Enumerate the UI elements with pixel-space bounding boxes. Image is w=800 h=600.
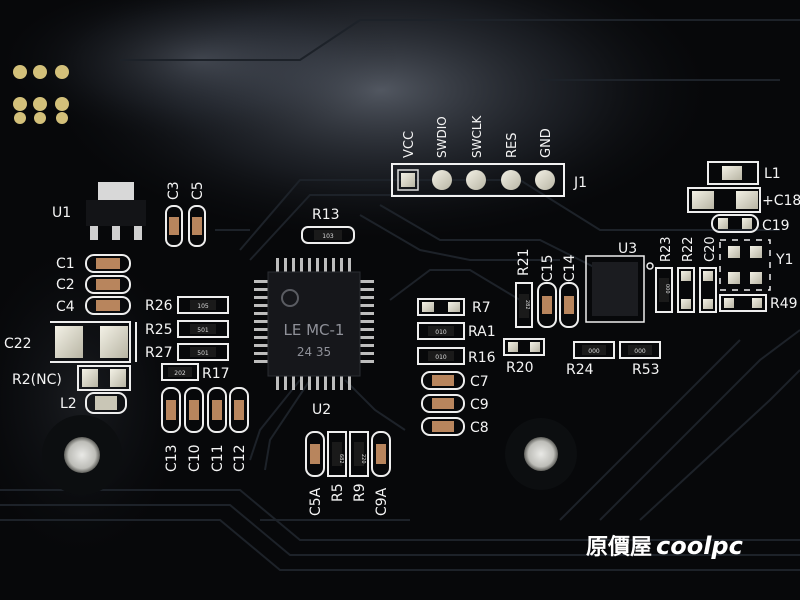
regulator-u1: U1 <box>52 182 146 240</box>
component-group-r21-c15-c14: 282 R21 C15 C14 <box>515 248 579 328</box>
u2-label: U2 <box>312 402 331 418</box>
capacitor-row-c13-c12: C13 C10 C11 C12 <box>161 387 249 472</box>
r7-label: R7 <box>472 300 491 316</box>
mounting-hole-left <box>42 415 122 495</box>
u1-label: U1 <box>52 205 71 221</box>
component-column-right-of-mcu: 010 010 R7 RA1 R16 C7 C9 C8 <box>417 298 496 436</box>
r25-code: 501 <box>197 327 209 334</box>
c18-label: +C18 <box>762 193 800 209</box>
r25-label: R25 <box>145 322 173 338</box>
r24-code: 000 <box>588 348 600 355</box>
watermark-brand: coolpc <box>656 532 743 560</box>
c10-label: C10 <box>187 444 203 472</box>
j1-label: J1 <box>573 175 587 191</box>
l2-label: L2 <box>60 396 77 412</box>
r49-label: R49 <box>770 296 798 312</box>
r5-label: R5 <box>330 483 346 502</box>
c15-label: C15 <box>540 254 556 282</box>
mcu-marking-line1: LE MC-1 <box>284 321 345 339</box>
c13-label: C13 <box>164 444 180 472</box>
c9a-label: C9A <box>374 487 390 516</box>
r13-code: 103 <box>322 233 334 240</box>
c2-label: C2 <box>56 277 75 293</box>
c4-label: C4 <box>56 299 75 315</box>
c7-label: C7 <box>470 374 489 390</box>
copper-traces <box>0 19 800 571</box>
resistor-r13: 103 R13 <box>301 207 355 244</box>
j1-pin-label-gnd: GND <box>539 128 554 158</box>
microcontroller-u2: LE MC-1 24 35 U2 <box>254 258 374 418</box>
r5-code: 682 <box>338 454 344 464</box>
mcu-pins <box>254 258 374 390</box>
resistor-pair-r24-r53: 000 000 R24 R53 <box>566 341 661 378</box>
swd-connector-j1: VCC SWDIO SWCLK RES GND J1 <box>391 114 587 197</box>
coolpc-watermark: 原價屋 coolpc <box>586 532 743 560</box>
capacitor-c22: C22 <box>4 321 137 363</box>
c12-label: C12 <box>232 444 248 472</box>
r53-label: R53 <box>632 362 660 378</box>
r21-label: R21 <box>516 248 532 276</box>
capacitor-stack-c1-c2-c4: C1 C2 C4 <box>56 254 131 315</box>
c3-label: C3 <box>166 181 182 200</box>
mounting-hole-right <box>505 418 577 490</box>
c8-label: C8 <box>470 420 489 436</box>
c22-label: C22 <box>4 336 32 352</box>
c14-label: C14 <box>562 254 578 282</box>
ra1-code: 010 <box>435 329 447 336</box>
y1-label: Y1 <box>775 252 793 268</box>
r16-code: 010 <box>435 354 447 361</box>
r27-code: 501 <box>197 350 209 357</box>
resistor-r20: R20 <box>503 338 545 376</box>
resistor-r17: 202 R17 <box>161 363 230 382</box>
resistor-r2-nc: R2(NC) <box>12 365 131 391</box>
c19-label: C19 <box>762 218 790 234</box>
u3-label: U3 <box>618 241 637 257</box>
r27-label: R27 <box>145 345 173 361</box>
r23-label: R23 <box>659 236 674 262</box>
c5-label: C5 <box>190 181 206 200</box>
r26-label: R26 <box>145 298 173 314</box>
inductor-l2: L2 <box>60 392 127 414</box>
c20-label: C20 <box>703 236 718 262</box>
j1-pin-label-swclk: SWCLK <box>470 114 484 158</box>
r24-label: R24 <box>566 362 594 378</box>
ra1-label: RA1 <box>468 324 496 340</box>
r2-nc-label: R2(NC) <box>12 372 62 388</box>
r20-label: R20 <box>506 360 534 376</box>
r21-code: 282 <box>524 300 530 310</box>
j1-pin-label-res: RES <box>505 133 520 159</box>
r17-code: 202 <box>174 370 186 377</box>
sensor-u3: U3 <box>585 241 654 323</box>
c5a-label: C5A <box>308 487 324 516</box>
j1-pin-label-swdio: SWDIO <box>435 116 449 158</box>
watermark-text: 原價屋 <box>586 535 652 560</box>
r16-label: R16 <box>468 350 496 366</box>
r9-label: R9 <box>352 483 368 502</box>
r23-code: 000 <box>664 284 670 294</box>
r13-label: R13 <box>312 207 340 223</box>
r26-code: 105 <box>197 303 209 310</box>
mcu-marking-line2: 24 35 <box>297 345 331 359</box>
r9-code: 220 <box>360 454 366 464</box>
l1-label: L1 <box>764 166 781 182</box>
r22-label: R22 <box>681 236 696 262</box>
component-row-c5a-c9a: 682 220 C5A R5 R9 C9A <box>305 431 391 516</box>
r17-label: R17 <box>202 366 230 382</box>
component-group-l1-y1: L1 +C18 C19 Y1 R49 <box>687 161 800 312</box>
header-pin-grid <box>13 65 69 124</box>
c11-label: C11 <box>210 444 226 472</box>
component-group-r23-r22-c20: 000 R23 R22 C20 <box>655 236 718 313</box>
r53-code: 000 <box>634 348 646 355</box>
j1-pin-label-vcc: VCC <box>402 131 417 158</box>
capacitor-pair-c3-c5: C3 C5 <box>165 181 206 247</box>
resistor-column-left: 105 501 501 R26 R25 R27 <box>145 296 229 361</box>
c1-label: C1 <box>56 256 75 272</box>
c9-label: C9 <box>470 397 489 413</box>
